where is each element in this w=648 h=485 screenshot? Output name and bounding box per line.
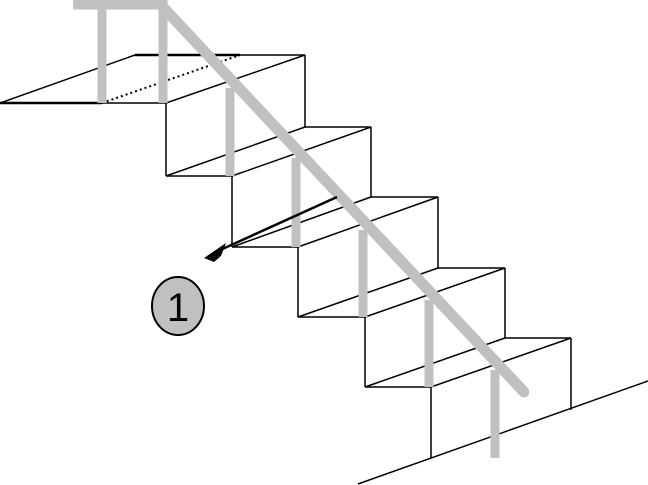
ground-line: [357, 380, 648, 485]
railing-balusters: [97, 0, 500, 458]
callout-badge-circle: [151, 276, 205, 336]
callout-badge: 1: [151, 276, 205, 336]
top-landing: [0, 53, 306, 105]
handrail: [73, 0, 530, 398]
handrail-slope: [154, 0, 530, 398]
stair-step-5: [430, 338, 572, 458]
callout-arrow: [204, 195, 338, 262]
callout-number: 1: [167, 286, 189, 330]
